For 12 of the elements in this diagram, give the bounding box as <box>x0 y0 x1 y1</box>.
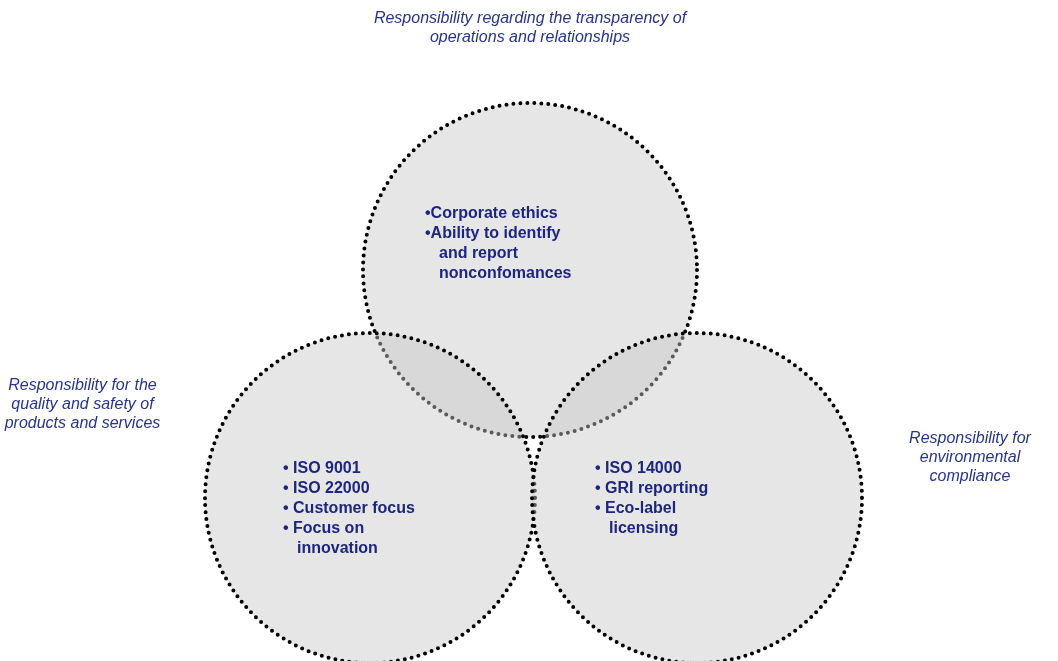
bullet-item: • ISO 9001 <box>283 458 362 478</box>
circle-heading: Responsibility for environmental compliance <box>908 428 1033 485</box>
bullet-item: • Customer focus <box>283 498 416 518</box>
bullet-item: • Focus on innovation <box>283 518 379 558</box>
bullet-item: •Corporate ethics <box>425 203 559 223</box>
bullet-item: • ISO 22000 <box>283 478 371 498</box>
bullet-item: •Ability to identify and report nonconfomances <box>425 223 573 283</box>
bullet-item: • Eco-label licensing <box>595 498 680 538</box>
bullet-item: • GRI reporting <box>595 478 710 498</box>
bullet-item: • ISO 14000 <box>595 458 683 478</box>
circle-heading: Responsibility for the quality and safety of products and services <box>3 375 162 432</box>
circle-heading: Responsibility regarding the transparency of operations and relationships <box>372 8 689 46</box>
